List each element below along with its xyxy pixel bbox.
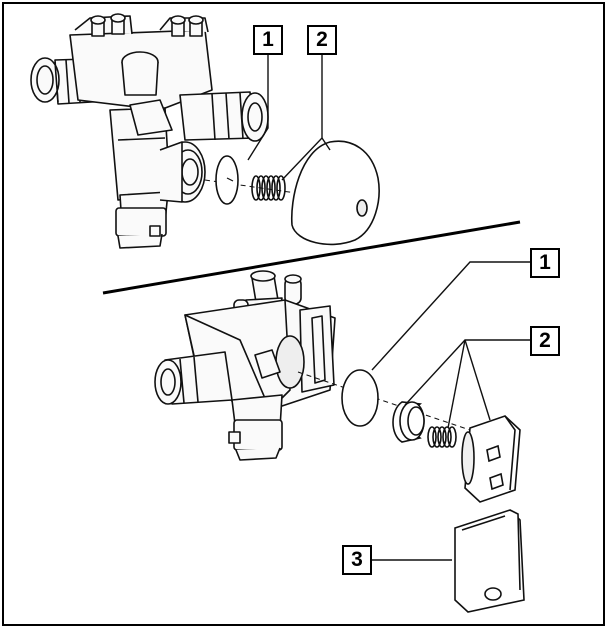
bottom-assembly-axis	[297, 371, 471, 431]
callout-top-2: 2	[307, 25, 337, 55]
top-valve-body	[30, 13, 269, 249]
retaining-clip	[454, 509, 525, 613]
callout-bottom-3: 3	[342, 545, 372, 575]
top-diaphragm	[215, 155, 239, 205]
bottom-leaders	[371, 261, 530, 561]
callout-top-1: 1	[253, 25, 283, 55]
callout-bottom-2: 2	[530, 326, 560, 356]
bottom-retaining-ring	[392, 401, 425, 443]
bottom-plug	[461, 415, 521, 503]
callout-bottom-1: 1	[530, 248, 560, 278]
top-cap	[290, 140, 380, 246]
bottom-diaphragm	[341, 369, 379, 427]
bottom-valve-body	[154, 270, 336, 461]
section-divider	[102, 220, 521, 295]
bottom-spring	[427, 426, 457, 448]
top-spring	[251, 175, 286, 201]
top-leaders	[247, 52, 331, 181]
